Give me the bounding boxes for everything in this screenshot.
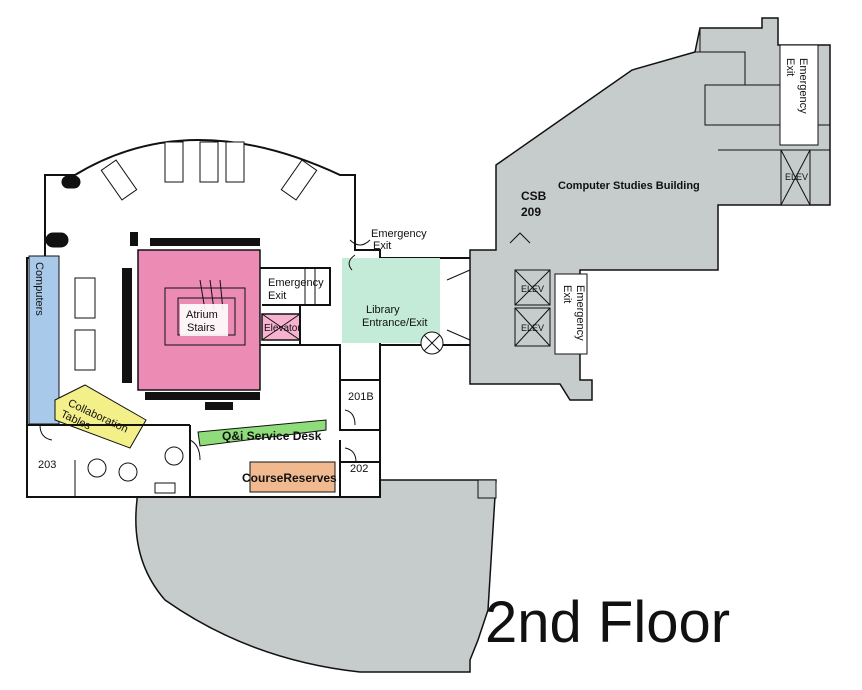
emergency-exit-inner-line1: Emergency bbox=[268, 277, 324, 289]
course-reserves-zone bbox=[249, 461, 336, 493]
atrium-stairs-label: Atrium Stairs bbox=[180, 304, 228, 336]
floor-title: 2nd Floor bbox=[485, 590, 730, 655]
entrance-zone bbox=[342, 258, 440, 343]
elev-top-label: ELEV bbox=[785, 172, 808, 182]
elevator-label: Elevator bbox=[264, 323, 301, 334]
computers-label: Computers bbox=[33, 262, 45, 316]
room-201b-label: 201B bbox=[348, 391, 374, 403]
csb-line2: 209 bbox=[521, 205, 541, 219]
emergency-exit-east-top-line1: Emergency bbox=[797, 58, 809, 114]
elev-a-label: ELEV bbox=[521, 284, 544, 294]
csb-label: CSB 209 bbox=[521, 189, 547, 219]
room-203-label: 203 bbox=[38, 459, 56, 471]
computer-studies-label: Computer Studies Building bbox=[558, 180, 700, 192]
computer-studies-building-mass bbox=[469, 17, 831, 401]
atrium-stairs-line2: Stairs bbox=[187, 322, 216, 334]
library-entrance-line2: Entrance/Exit bbox=[362, 317, 427, 329]
emergency-exit-east-top-line2: Exit bbox=[784, 58, 796, 76]
emergency-exit-inner-label: Emergency Exit bbox=[268, 277, 324, 302]
south-wing-mass bbox=[135, 479, 497, 673]
elev-b-label: ELEV bbox=[521, 323, 544, 333]
atrium-stairs-line1: Atrium bbox=[186, 309, 218, 321]
emergency-exit-east-bottom-label: Emergency Exit bbox=[561, 285, 586, 341]
emergency-exit-top-line1: Emergency bbox=[371, 228, 427, 240]
collaboration-zone bbox=[54, 384, 147, 449]
service-desk-label: Q&i Service Desk bbox=[222, 429, 322, 443]
emergency-exit-east-bottom-line1: Emergency bbox=[574, 285, 586, 341]
emergency-exit-east-top-label: Emergency Exit bbox=[784, 58, 809, 114]
emergency-exit-top-line2: Exit bbox=[373, 240, 391, 252]
emergency-exit-top-label: Emergency Exit bbox=[371, 228, 427, 252]
service-desk-zone bbox=[197, 419, 327, 447]
library-entrance-line1: Library bbox=[366, 304, 400, 316]
room-202-label: 202 bbox=[350, 463, 368, 475]
furniture bbox=[45, 141, 444, 494]
emergency-exit-east-bottom-line2: Exit bbox=[561, 285, 573, 303]
csb-line1: CSB bbox=[521, 189, 547, 203]
emergency-exit-inner-line2: Exit bbox=[268, 290, 286, 302]
course-reserves-label: CourseReserves bbox=[242, 471, 337, 485]
interior-walls bbox=[27, 232, 380, 497]
computers-zone bbox=[28, 255, 60, 425]
library-entrance-label: Library Entrance/Exit bbox=[362, 304, 427, 329]
